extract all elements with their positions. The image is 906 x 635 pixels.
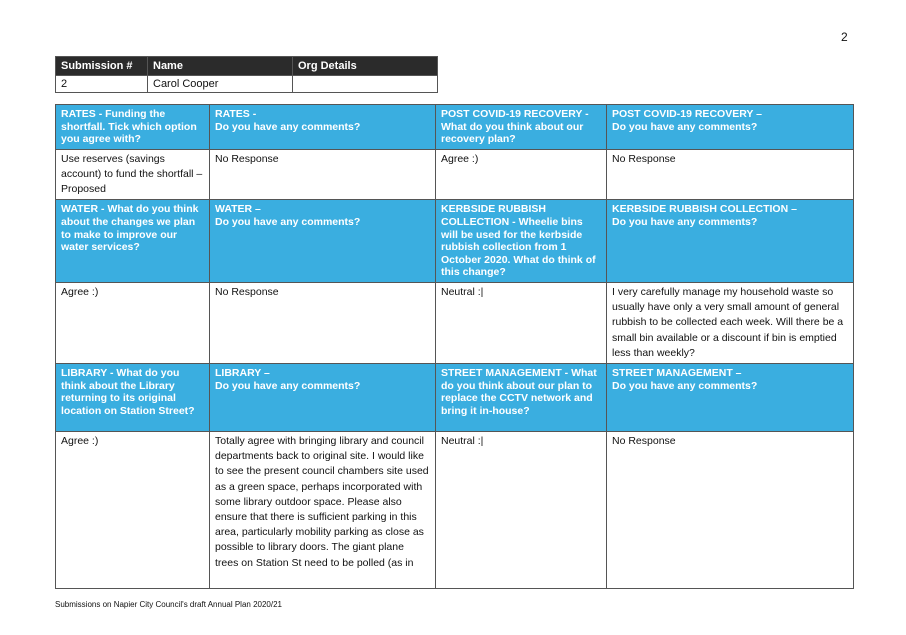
question-text: Do you have any comments? [215,215,361,228]
answer-cell: No Response [606,148,854,201]
topic-title: WATER – [215,203,261,216]
answer-row: Use reserves (savings account) to fund t… [55,148,854,201]
question-text: - What do you think about our plan to re… [441,366,597,417]
topic-title: POST COVID-19 RECOVERY [441,108,583,120]
page-number: 2 [841,30,848,44]
submission-table: Submission # Name Org Details 2 Carol Co… [55,56,438,93]
answer-cell: Totally agree with bringing library and … [209,430,436,589]
name-value: Carol Cooper [147,75,293,93]
question-cell: KERBSIDE RUBBISH COLLECTION - Wheelie bi… [435,199,607,283]
answer-cell: Agree :) [55,430,210,589]
question-row: WATER - What do you think about the chan… [55,199,854,283]
submission-number-value: 2 [55,75,148,93]
answer-cell: Use reserves (savings account) to fund t… [55,148,210,201]
answer-cell: Agree :) [435,148,607,201]
topic-title: POST COVID-19 RECOVERY – [612,108,762,120]
question-cell: LIBRARY –Do you have any comments? [209,362,436,432]
question-cell: KERBSIDE RUBBISH COLLECTION –Do you have… [606,199,854,283]
answer-cell: No Response [209,281,436,364]
question-cell: RATES -Do you have any comments? [209,104,436,150]
answer-cell: No Response [209,148,436,201]
question-row: RATES - Funding the shortfall. Tick whic… [55,104,854,150]
answer-row: Agree :) Totally agree with bringing lib… [55,430,854,589]
question-cell: STREET MANAGEMENT - What do you think ab… [435,362,607,432]
question-cell: POST COVID-19 RECOVERY - What do you thi… [435,104,607,150]
question-text: - Funding the shortfall. Tick which opti… [61,108,197,146]
responses-table: RATES - Funding the shortfall. Tick whic… [55,104,854,589]
question-row: LIBRARY - What do you think about the Li… [55,362,854,432]
question-cell: RATES - Funding the shortfall. Tick whic… [55,104,210,150]
question-text: Do you have any comments? [612,215,758,228]
question-text: Do you have any comments? [215,379,361,392]
topic-title: RATES [61,108,96,120]
submission-number-header: Submission # [55,56,148,76]
topic-title: STREET MANAGEMENT – [612,366,742,379]
answer-cell: I very carefully manage my household was… [606,281,854,364]
topic-title: RATES - [215,108,257,120]
question-text: - What do you think about the changes we… [61,203,199,254]
question-text: Do you have any comments? [612,379,758,392]
org-details-header: Org Details [292,56,438,76]
topic-title: STREET MANAGEMENT [441,366,562,379]
answer-row: Agree :) No Response Neutral :| I very c… [55,281,854,364]
topic-title: KERBSIDE RUBBISH COLLECTION [441,203,547,228]
topic-title: KERBSIDE RUBBISH COLLECTION – [612,203,797,216]
name-header: Name [147,56,293,76]
org-details-value [292,75,438,93]
question-text: Do you have any comments? [215,120,361,133]
answer-cell: No Response [606,430,854,589]
submission-value-row: 2 Carol Cooper [55,75,438,93]
question-cell: POST COVID-19 RECOVERY –Do you have any … [606,104,854,150]
question-text: Do you have any comments? [612,120,758,133]
question-cell: LIBRARY - What do you think about the Li… [55,362,210,432]
answer-text: Totally agree with bringing library and … [215,434,429,569]
answer-cell: Neutral :| [435,430,607,589]
question-text: - What do you think about our recovery p… [441,108,589,146]
question-cell: STREET MANAGEMENT –Do you have any comme… [606,362,854,432]
question-cell: WATER –Do you have any comments? [209,199,436,283]
submission-header-row: Submission # Name Org Details [55,56,438,76]
topic-title: LIBRARY [61,366,108,379]
question-text: - What do you think about the Library re… [61,366,195,417]
answer-cell: Neutral :| [435,281,607,364]
question-text: - Wheelie bins will be used for the kerb… [441,215,596,279]
topic-title: LIBRARY – [215,366,270,379]
page-footer: Submissions on Napier City Council's dra… [55,600,282,609]
topic-title: WATER [61,203,99,216]
answer-cell: Agree :) [55,281,210,364]
question-cell: WATER - What do you think about the chan… [55,199,210,283]
